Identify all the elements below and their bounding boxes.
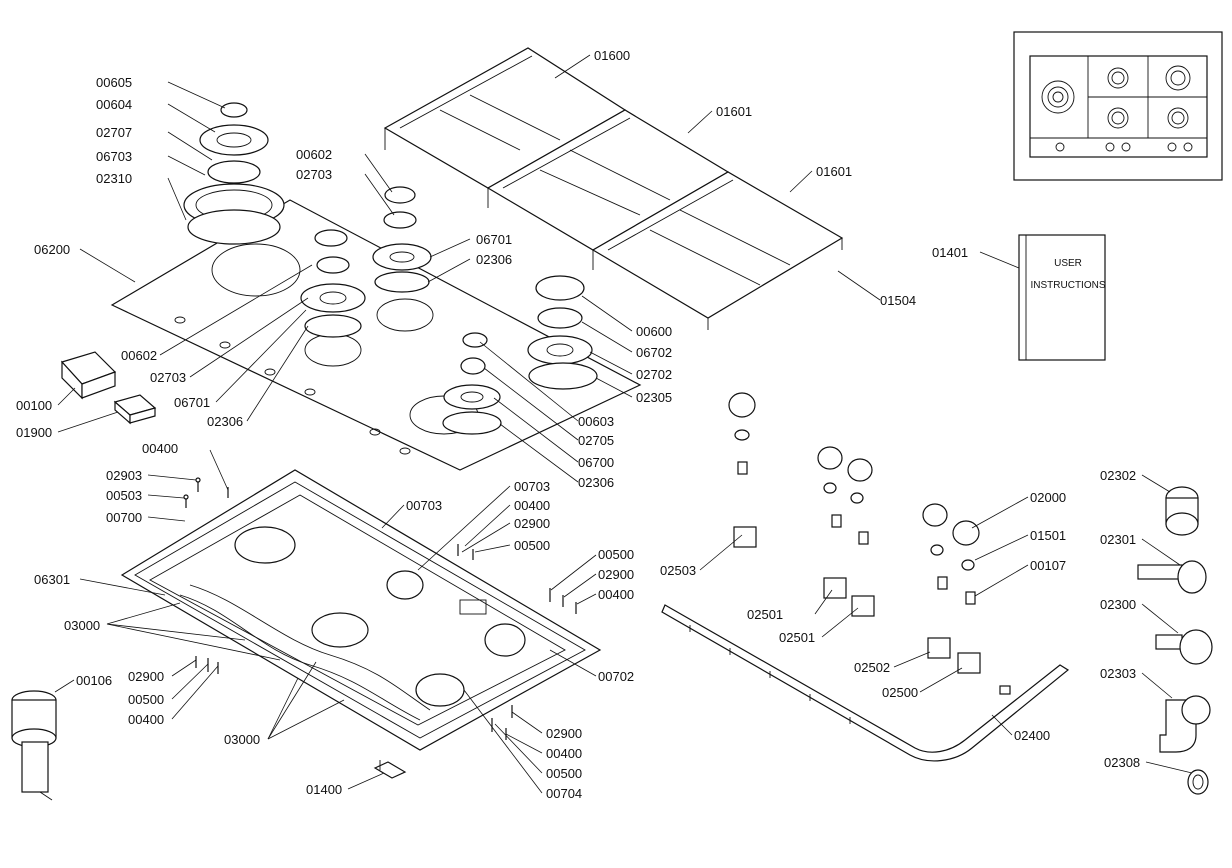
label-00107: 00107 bbox=[1030, 558, 1066, 573]
label-01400: 01400 bbox=[306, 782, 342, 797]
label-01900: 01900 bbox=[16, 425, 52, 440]
label-00604: 00604 bbox=[96, 97, 132, 112]
label-06200: 06200 bbox=[34, 242, 70, 257]
ignition-module bbox=[60, 351, 117, 400]
label-00702: 00702 bbox=[598, 669, 634, 684]
label-00500-c: 00500 bbox=[128, 692, 164, 707]
label-02306-bottom: 02306 bbox=[578, 475, 614, 490]
label-02400: 02400 bbox=[1014, 728, 1050, 743]
label-00603: 00603 bbox=[578, 414, 614, 429]
burner-assembly-left bbox=[300, 229, 366, 338]
label-03000-a: 03000 bbox=[64, 618, 100, 633]
booklet-line-2: INSTRUCTIONS bbox=[1031, 280, 1106, 291]
label-02302: 02302 bbox=[1100, 468, 1136, 483]
electrodes bbox=[183, 477, 577, 740]
label-00500-a: 00500 bbox=[514, 538, 550, 553]
hob-thumbnail bbox=[1013, 31, 1223, 181]
label-02705: 02705 bbox=[578, 433, 614, 448]
label-02900-c: 02900 bbox=[128, 669, 164, 684]
label-02502: 02502 bbox=[854, 660, 890, 675]
label-06700: 06700 bbox=[578, 455, 614, 470]
label-02702: 02702 bbox=[636, 367, 672, 382]
label-00500-d: 00500 bbox=[546, 766, 582, 781]
label-02703-top: 02703 bbox=[296, 167, 332, 182]
label-01401: 01401 bbox=[932, 245, 968, 260]
user-instructions-booklet: USER INSTRUCTIONS bbox=[1018, 234, 1106, 361]
label-03000-b: 03000 bbox=[224, 732, 260, 747]
label-00703-a: 00703 bbox=[406, 498, 442, 513]
pan-support-grids bbox=[383, 47, 844, 330]
terminal-block bbox=[113, 394, 157, 425]
label-00106: 00106 bbox=[76, 673, 112, 688]
label-00503: 00503 bbox=[106, 488, 142, 503]
label-02900-d: 02900 bbox=[546, 726, 582, 741]
label-02000: 02000 bbox=[1030, 490, 1066, 505]
label-02503: 02503 bbox=[660, 563, 696, 578]
label-02500: 02500 bbox=[882, 685, 918, 700]
label-02306-left: 02306 bbox=[207, 414, 243, 429]
label-06301: 06301 bbox=[34, 572, 70, 587]
label-02306-right: 02306 bbox=[476, 252, 512, 267]
label-02301: 02301 bbox=[1100, 532, 1136, 547]
label-00602-left: 00602 bbox=[121, 348, 157, 363]
burner-assembly-front-small bbox=[442, 332, 502, 435]
label-01504: 01504 bbox=[880, 293, 916, 308]
bracket bbox=[373, 760, 407, 779]
label-02305: 02305 bbox=[636, 390, 672, 405]
burner-assembly-right-large bbox=[527, 275, 598, 390]
label-00400-e: 00400 bbox=[546, 746, 582, 761]
label-02900-a: 02900 bbox=[514, 516, 550, 531]
label-00605: 00605 bbox=[96, 75, 132, 90]
label-01601-b: 01601 bbox=[816, 164, 852, 179]
burner-assembly-middle bbox=[372, 186, 432, 293]
label-06703: 06703 bbox=[96, 149, 132, 164]
label-01600: 01600 bbox=[594, 48, 630, 63]
glass-cooktop bbox=[110, 199, 642, 471]
control-knobs bbox=[728, 392, 980, 605]
label-00100: 00100 bbox=[16, 398, 52, 413]
label-00500-b: 00500 bbox=[598, 547, 634, 562]
label-02501-b: 02501 bbox=[779, 630, 815, 645]
gas-fittings bbox=[1137, 486, 1213, 795]
leader-lines bbox=[54, 54, 1193, 794]
rotary-knob-part bbox=[11, 690, 57, 801]
label-02703-left: 02703 bbox=[150, 370, 186, 385]
label-02903: 02903 bbox=[106, 468, 142, 483]
bottom-tray bbox=[120, 469, 602, 751]
label-02501-a: 02501 bbox=[747, 607, 783, 622]
label-02707: 02707 bbox=[96, 125, 132, 140]
label-00600: 00600 bbox=[636, 324, 672, 339]
label-00703-b: 00703 bbox=[514, 479, 550, 494]
label-00400-c: 00400 bbox=[598, 587, 634, 602]
label-06702: 06702 bbox=[636, 345, 672, 360]
label-02900-b: 02900 bbox=[598, 567, 634, 582]
part-labels: 00605 00604 02707 06703 02310 06200 0060… bbox=[16, 48, 1140, 801]
label-01501: 01501 bbox=[1030, 528, 1066, 543]
label-02310: 02310 bbox=[96, 171, 132, 186]
label-00400-a: 00400 bbox=[142, 441, 178, 456]
label-02308: 02308 bbox=[1104, 755, 1140, 770]
label-01601-a: 01601 bbox=[716, 104, 752, 119]
label-02303: 02303 bbox=[1100, 666, 1136, 681]
label-00400-b: 00400 bbox=[514, 498, 550, 513]
gas-manifold-tube bbox=[661, 604, 1070, 762]
label-06701-left: 06701 bbox=[174, 395, 210, 410]
wok-burner-assembly bbox=[183, 102, 285, 245]
label-00700: 00700 bbox=[106, 510, 142, 525]
label-02300: 02300 bbox=[1100, 597, 1136, 612]
label-00400-d: 00400 bbox=[128, 712, 164, 727]
booklet-line-1: USER bbox=[1054, 258, 1082, 269]
label-06701-right: 06701 bbox=[476, 232, 512, 247]
label-00602-top: 00602 bbox=[296, 147, 332, 162]
label-00704: 00704 bbox=[546, 786, 582, 801]
